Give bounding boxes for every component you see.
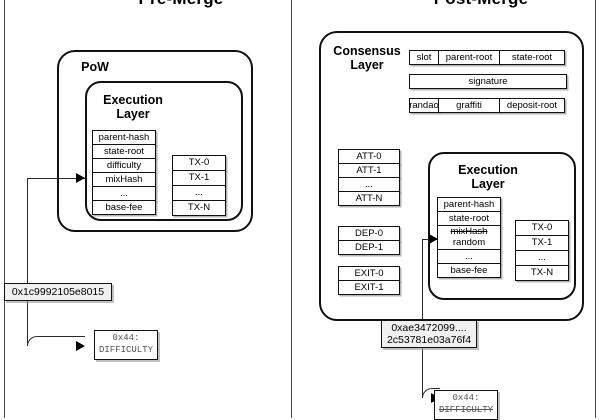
consensus-field-row0-2: state-root (499, 50, 565, 65)
exit-1: EXIT-1 (338, 280, 400, 295)
consensus-field-row0-1: parent-root (438, 50, 500, 65)
post-opcode-box: 0x44: DIFFICULTY (434, 390, 498, 420)
pre-header-field-0: parent-hash (92, 130, 156, 145)
deposit-1: DEP-1 (338, 240, 400, 255)
post-header-field-1: state-root (437, 211, 501, 226)
pre-opcode-name: DIFFICULTY (98, 345, 153, 355)
pre-transaction-1: TX-1 (172, 170, 226, 186)
pre-header-field-4: ... (92, 186, 156, 201)
attestation-2: ... (338, 177, 400, 192)
post-merge-title: Post-Merge (396, 0, 566, 9)
attestation-1: ATT-1 (338, 163, 400, 178)
pre-header-field-3: mixHash (92, 172, 156, 187)
pre-connector-into-difficulty (27, 178, 85, 179)
pre-header-field-1: state-root (92, 144, 156, 159)
pre-arrow-to-opcode (76, 341, 85, 351)
deposit-0: DEP-0 (338, 226, 400, 241)
pre-transaction-3: TX-N (172, 200, 226, 216)
post-transaction-3: TX-N (515, 265, 569, 281)
pre-arrow-to-difficulty (76, 173, 85, 183)
pre-connector-vertical (27, 178, 28, 346)
post-connector-vertical (422, 239, 423, 398)
pre-execution-layer-label: Execution Layer (103, 93, 163, 121)
pre-transaction-0: TX-0 (172, 155, 226, 171)
post-random-value: 0xae3472099.... 2c53781e03a76f4 (381, 320, 477, 348)
post-transaction-0: TX-0 (515, 220, 569, 236)
post-header-field-4: base-fee (437, 263, 501, 278)
post-opcode-code: 0x44: (452, 393, 480, 404)
pre-difficulty-value: 0x1c9992105e8015 (4, 283, 112, 301)
post-arrow-to-random (429, 234, 438, 244)
pow-label: PoW (81, 60, 109, 74)
post-execution-layer-label: Execution Layer (458, 163, 518, 191)
pre-opcode-code: 0x44: (112, 333, 140, 344)
page-border-left (4, 0, 5, 418)
post-header-field-2-new: random (452, 236, 486, 248)
pre-connector-bottom-elbow (27, 336, 85, 346)
pre-transaction-2: ... (172, 185, 226, 201)
attestation-0: ATT-0 (338, 149, 400, 164)
consensus-field-row2-2: deposit-root (499, 98, 565, 113)
post-transaction-2: ... (515, 250, 569, 266)
panel-divider (291, 0, 292, 418)
pre-header-field-2: difficulty (92, 158, 156, 173)
pre-merge-title: Pre-Merge (96, 0, 266, 9)
consensus-field-row1-0: signature (409, 74, 567, 89)
post-header-field-2-old: mixHash (450, 226, 488, 238)
pre-opcode-box: 0x44: DIFFICULTY (94, 330, 158, 360)
consensus-layer-label: Consensus Layer (333, 44, 401, 72)
post-connector-bottom-elbow (422, 388, 440, 398)
consensus-header-row-2: signature (409, 74, 567, 89)
post-header-field-3: ... (437, 249, 501, 264)
consensus-field-row0-0: slot (409, 50, 439, 65)
exit-0: EXIT-0 (338, 266, 400, 281)
consensus-field-row2-1: graffiti (438, 98, 500, 113)
pre-header-field-5: base-fee (92, 200, 156, 215)
consensus-field-row2-0: randao (409, 98, 439, 113)
post-transaction-1: TX-1 (515, 235, 569, 251)
post-header-field-0: parent-hash (437, 197, 501, 212)
attestation-3: ATT-N (338, 191, 400, 206)
post-opcode-name: DIFFICULTY (438, 405, 493, 415)
page-border-right (595, 0, 596, 418)
